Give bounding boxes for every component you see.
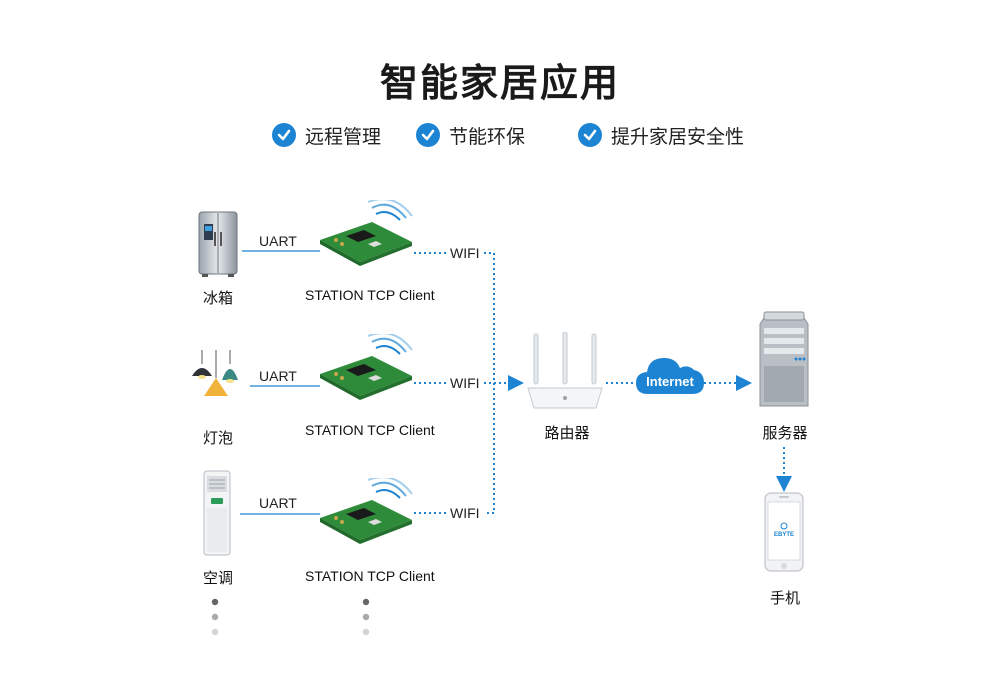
uart-label-1: UART xyxy=(259,233,297,249)
smartphone-icon xyxy=(764,492,804,572)
wifi-module-icon xyxy=(320,200,413,266)
feature-label: 节能环保 xyxy=(449,126,526,148)
page-title: 智能家居应用 xyxy=(379,63,620,105)
pendant-lamp-icon xyxy=(192,350,238,396)
module-label-2: STATION TCP Client xyxy=(305,422,435,438)
phone-brand-label: EBYTE xyxy=(773,532,794,538)
router-label: 路由器 xyxy=(544,425,590,442)
feature-remote-management: 远程管理 xyxy=(272,121,381,149)
cloud-icon xyxy=(636,358,704,394)
check-icon xyxy=(272,123,296,147)
feature-energy-saving: 节能环保 xyxy=(416,121,525,149)
uart-label-2: UART xyxy=(259,368,297,384)
wifi-label-3: WIFI xyxy=(450,505,480,521)
more-modules-dots xyxy=(362,598,370,636)
device-label-refrigerator: 冰箱 xyxy=(202,290,233,307)
feature-home-security: 提升家居安全性 xyxy=(578,121,744,149)
wifi-module-icon xyxy=(320,334,413,400)
check-icon xyxy=(416,123,440,147)
router-icon xyxy=(527,332,603,409)
device-label-lamp: 灯泡 xyxy=(202,430,233,447)
wifi-module-icon xyxy=(320,478,413,544)
phone-label: 手机 xyxy=(769,590,800,607)
more-devices-dots xyxy=(211,598,219,636)
feature-label: 远程管理 xyxy=(305,126,382,148)
cloud-label: Internet xyxy=(646,374,694,389)
feature-label: 提升家居安全性 xyxy=(611,126,745,148)
module-label-3: STATION TCP Client xyxy=(305,568,435,584)
check-icon xyxy=(578,123,602,147)
server-icon xyxy=(759,311,809,407)
server-label: 服务器 xyxy=(762,425,808,442)
device-label-air-conditioner: 空调 xyxy=(202,570,233,587)
refrigerator-icon xyxy=(198,211,238,277)
wifi-label-1: WIFI xyxy=(450,245,480,261)
wifi-label-2: WIFI xyxy=(450,375,480,391)
air-conditioner-icon xyxy=(203,470,231,556)
module-label-1: STATION TCP Client xyxy=(305,287,435,303)
uart-label-3: UART xyxy=(259,495,297,511)
